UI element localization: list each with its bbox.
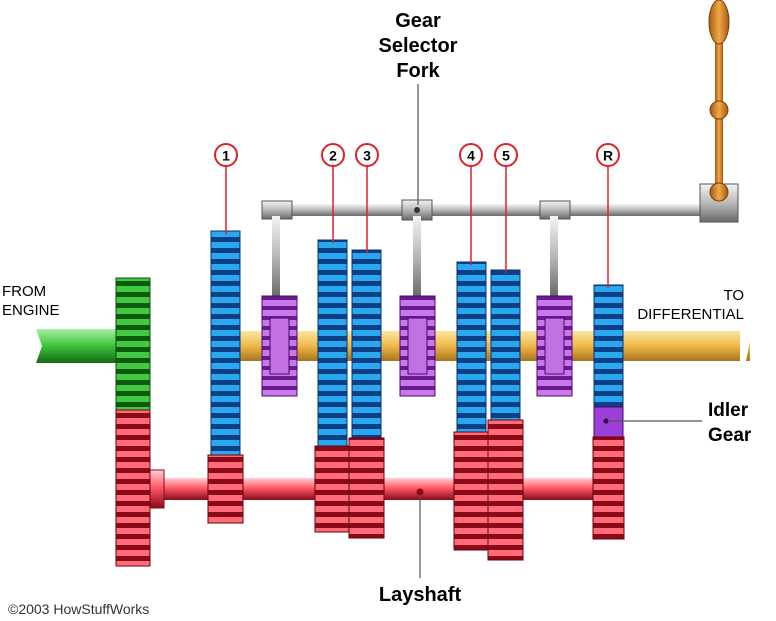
fork-arm-1 [272,216,280,296]
layshaft-label-group: Layshaft [379,495,462,606]
fork-arm-3 [550,216,558,296]
fork-label-line-1: Gear [395,10,441,32]
gear-3-output [351,249,382,439]
from-engine-label: FROM ENGINE [2,283,60,319]
gear-3-layshaft [348,437,385,539]
to-differential-label: TO DIFFERENTIAL [637,287,744,323]
marker-gear-4: 4 [459,143,483,265]
lever-knob [708,0,730,45]
gear-4-number: 4 [467,148,475,164]
lever-pivot [709,182,729,202]
synchro-collar-5-r [536,295,573,397]
from-engine-line-1: FROM [2,283,46,300]
gear-1-number: 1 [222,148,230,164]
rod-collar-pin [414,207,420,213]
marker-gear-3: 3 [355,143,379,253]
gear-5-output [490,269,521,421]
layshaft-label: Layshaft [379,584,462,606]
marker-gear-1: 1 [214,143,238,234]
gear-1-layshaft [207,454,244,524]
marker-gear-5: 5 [494,143,518,273]
gear-reverse-layshaft [592,436,625,540]
fork-label-line-2: Selector [379,35,458,57]
copyright-text: ©2003 HowStuffWorks [8,601,149,617]
gear-5-layshaft [487,419,524,561]
gear-reverse-output [593,284,624,408]
gear-2-layshaft [314,445,351,533]
lever-joint-upper [709,100,729,120]
gear-selector-fork-label: Gear Selector Fork [379,10,458,205]
gear-5-number: 5 [502,148,510,164]
gear-reverse-number: R [603,148,613,164]
from-engine-line-2: ENGINE [2,302,60,319]
synchro-collar-3-4 [399,295,436,397]
input-shaft [36,329,130,363]
idler-label-line-2: Gear [708,425,752,446]
to-differential-line-2: DIFFERENTIAL [637,306,744,323]
selector-rod [262,204,702,216]
layshaft-gear-input [115,409,151,567]
gear-4-layshaft [453,431,490,551]
gear-3-number: 3 [363,148,371,164]
gear-2-number: 2 [329,148,337,164]
output-shaft-end [740,331,752,361]
gear-4-output [456,261,487,433]
marker-gear-2: 2 [321,143,345,243]
synchro-collar-1-2 [261,295,298,397]
layshaft-end-left [149,469,165,509]
marker-gear-reverse: R [596,143,620,288]
layshaft-marker [416,488,424,496]
input-gear-drive [115,277,151,411]
idler-gear-label: Idler Gear [608,400,752,446]
fork-label-line-3: Fork [396,60,440,82]
gear-1-output [210,230,241,456]
to-differential-line-1: TO [723,287,744,304]
fork-arm-2 [413,216,421,296]
idler-label-line-1: Idler [708,400,749,421]
idler-gear [593,406,624,438]
gear-2-output [317,239,348,447]
